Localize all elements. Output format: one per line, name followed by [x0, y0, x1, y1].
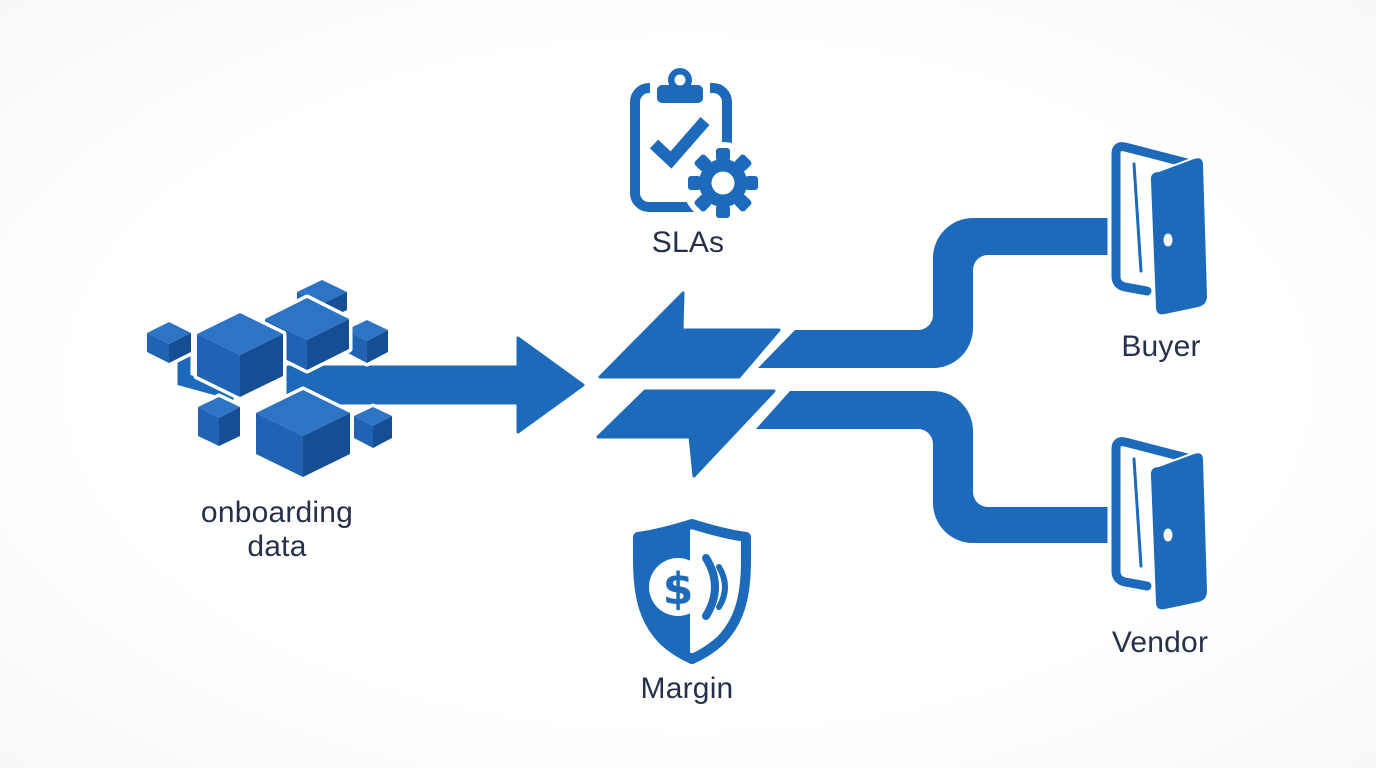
label-buyer: Buyer: [1121, 330, 1201, 363]
label-vendor: Vendor: [1111, 626, 1209, 659]
checkmark-icon: [649, 117, 710, 169]
label-margin: Margin: [640, 672, 734, 705]
label-slas: SLAs: [651, 226, 725, 259]
pipe-to-buyer: [758, 218, 1124, 368]
data-blocks-cubes-icon: [143, 276, 396, 481]
label-onboarding-data: onboarding data: [201, 496, 353, 564]
gear-icon: [688, 148, 758, 218]
exchange-arrows-icon: [596, 291, 781, 478]
label-onboarding-line2: data: [247, 530, 307, 563]
clipboard-clip: [657, 68, 703, 103]
pipe-to-vendor: [756, 391, 1124, 543]
label-onboarding-line1: onboarding: [200, 496, 354, 529]
door-vendor-icon: [1116, 442, 1207, 610]
shield-dollar-coin-icon: $: [633, 519, 751, 664]
dollar-sign: $: [663, 564, 694, 615]
clipboard-check-gear-icon: [630, 68, 764, 224]
door-buyer-icon: [1116, 147, 1207, 315]
